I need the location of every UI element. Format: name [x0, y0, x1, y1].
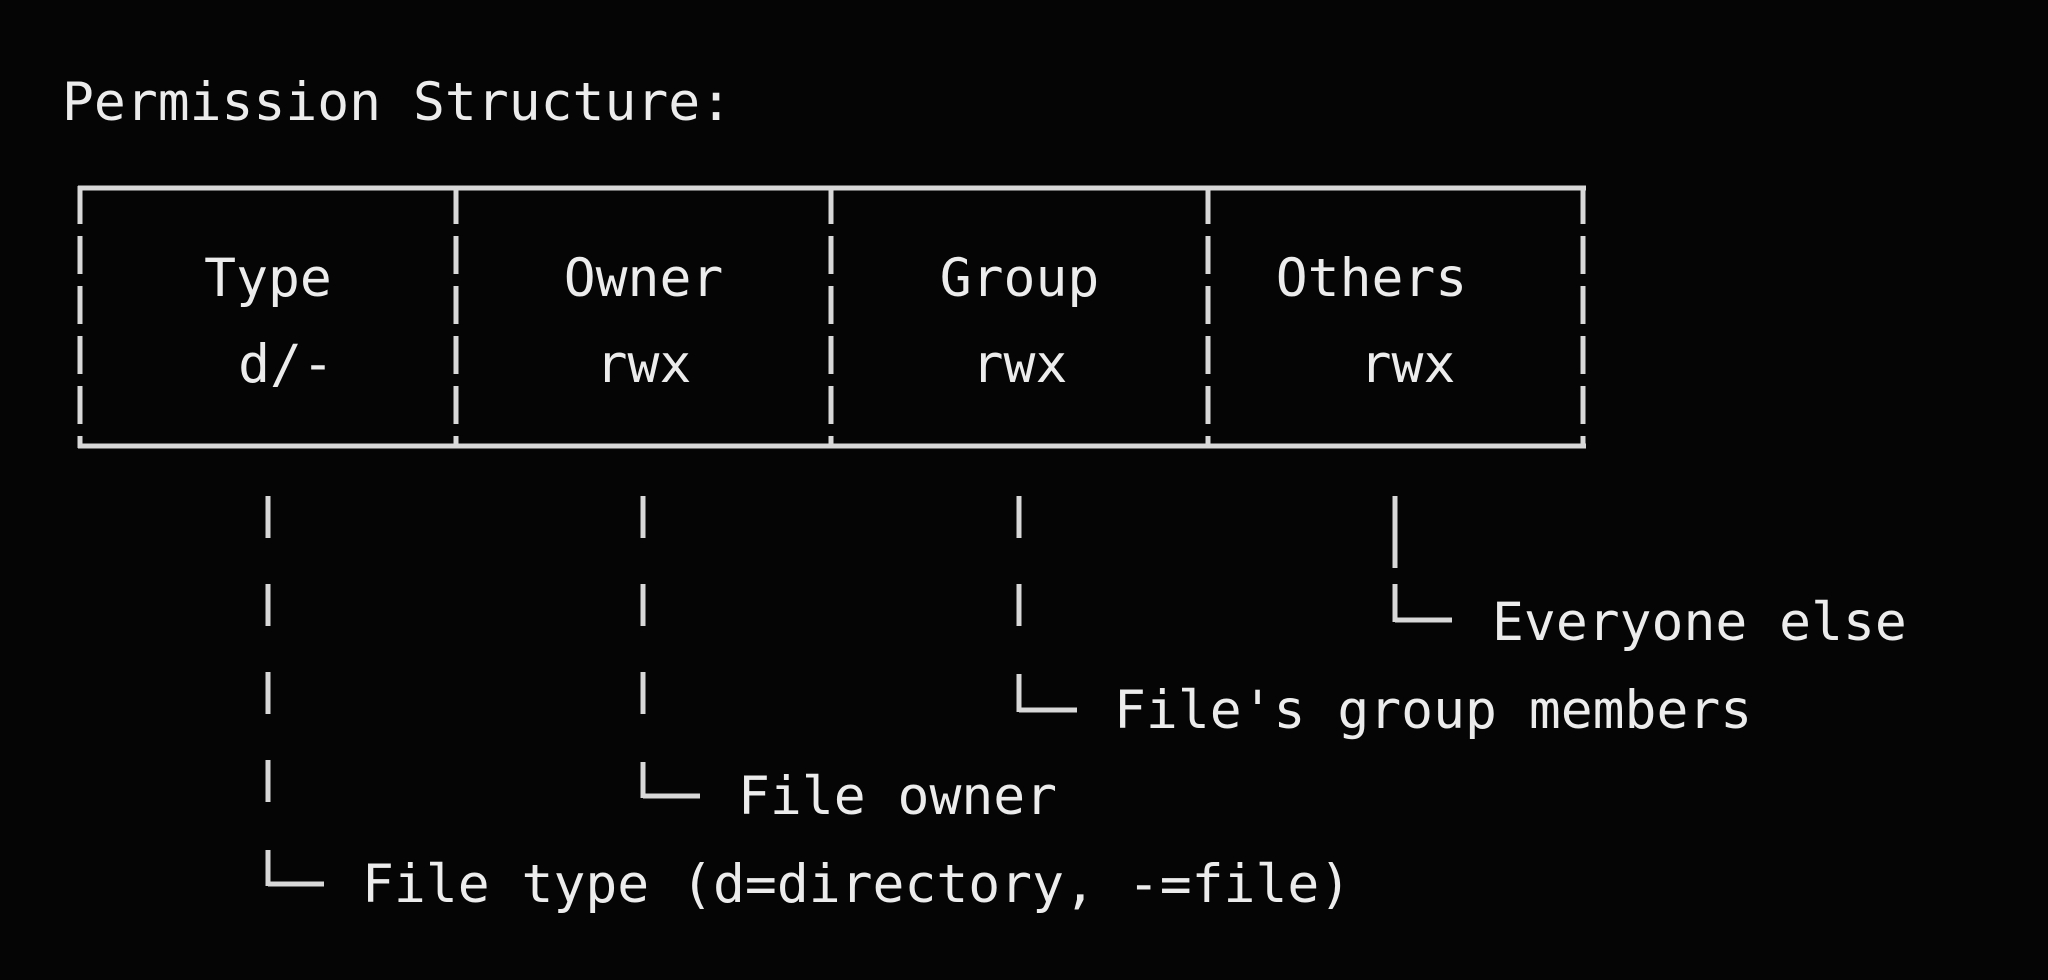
cell-type-name: Type [204, 248, 332, 309]
cell-others-value: rwx [1359, 334, 1456, 395]
annotation-type: File type (d=directory, -=file) [362, 854, 1352, 915]
annotation-group: File's group members [1114, 680, 1753, 741]
cell-group: Group rwx [833, 188, 1206, 444]
annotation-others: Everyone else [1492, 592, 1907, 653]
cell-type-value: d/- [238, 334, 334, 395]
diagram-title: Permission Structure: [62, 72, 733, 133]
cell-others-name: Others [1275, 248, 1468, 309]
cell-owner-name: Owner [563, 248, 724, 309]
annotation-owner: File owner [738, 766, 1058, 827]
cell-owner-value: rwx [595, 334, 692, 395]
cell-group-value: rwx [971, 334, 1068, 395]
cell-others: Others rwx [1210, 188, 1581, 444]
cell-type: Type d/- [82, 188, 454, 444]
cell-owner: Owner rwx [458, 188, 829, 444]
cell-group-name: Group [939, 248, 1100, 309]
